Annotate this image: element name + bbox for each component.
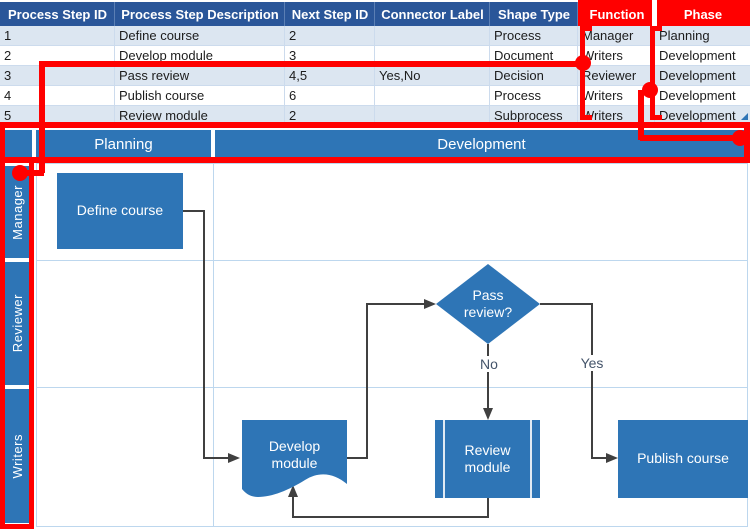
- table-cell[interactable]: 4: [0, 86, 115, 106]
- phase-label: Development: [437, 135, 526, 153]
- table-cell[interactable]: Development: [655, 66, 750, 86]
- lane-divider-line: [36, 260, 748, 261]
- lane-label: Manager: [9, 184, 25, 240]
- phase-band-box-top: [0, 122, 750, 128]
- table-cell[interactable]: Define course: [115, 26, 285, 46]
- table-cell[interactable]: Process: [490, 86, 578, 106]
- table-cell[interactable]: Pass review: [115, 66, 285, 86]
- annotation-dot-development-band: [732, 130, 748, 146]
- annotation-line-phase-horizontal: [640, 135, 738, 141]
- process-map-table: Process Step ID Process Step Description…: [0, 2, 750, 126]
- annotation-dot-manager-lane: [12, 165, 28, 181]
- table-cell[interactable]: Yes,No: [375, 66, 490, 86]
- lane-divider-line: [36, 387, 748, 388]
- header-connector-label[interactable]: Connector Label: [375, 2, 490, 26]
- lane-label: Reviewer: [9, 294, 25, 353]
- lane-column-box-bottom: [0, 524, 34, 529]
- table-cell[interactable]: [375, 86, 490, 106]
- shape-label: Publish course: [637, 450, 729, 467]
- table-cell[interactable]: 4,5: [285, 66, 375, 86]
- annotation-dot-function-bracket: [575, 55, 591, 71]
- swimlane-header-manager[interactable]: Manager: [5, 166, 29, 258]
- table-cell[interactable]: 3: [0, 66, 115, 86]
- table-cell[interactable]: Reviewer: [578, 66, 655, 86]
- table-row: 5 Review module 2 Subprocess Writers Dev…: [0, 106, 750, 126]
- table-cell[interactable]: Development: [655, 106, 750, 126]
- table-cell[interactable]: 6: [285, 86, 375, 106]
- subprocess-bar-icon: [443, 420, 445, 498]
- connector-label-no: No: [477, 356, 501, 372]
- header-shape-type[interactable]: Shape Type: [490, 2, 578, 26]
- table-header-row: Process Step ID Process Step Description…: [0, 2, 750, 26]
- phase-header-highlight: [657, 0, 750, 26]
- phase-header-planning[interactable]: Planning: [36, 130, 211, 158]
- phase-label: Planning: [94, 135, 153, 153]
- table-cell[interactable]: Writers: [578, 106, 655, 126]
- table-resize-handle-icon: [741, 113, 748, 120]
- table-row: 1 Define course 2 Process Manager Planni…: [0, 26, 750, 46]
- process-shape-publish-course[interactable]: Publish course: [618, 420, 748, 498]
- lane-label: Writers: [9, 433, 25, 479]
- swimlane-header-writers[interactable]: Writers: [5, 389, 29, 523]
- table-cell[interactable]: Development: [655, 86, 750, 106]
- table-cell[interactable]: Manager: [578, 26, 655, 46]
- header-function[interactable]: Function: [589, 6, 645, 22]
- connector-label-yes: Yes: [577, 355, 607, 371]
- table-cell[interactable]: Publish course: [115, 86, 285, 106]
- swimlane-header-reviewer[interactable]: Reviewer: [5, 262, 29, 385]
- diagram-frame: [36, 163, 748, 527]
- annotation-dot-phase-bracket: [642, 82, 658, 98]
- function-header-highlight: [578, 0, 652, 26]
- annotation-line-phase-vertical: [638, 90, 644, 140]
- table-cell[interactable]: 2: [285, 26, 375, 46]
- phase-band-box-right: [744, 122, 750, 163]
- shape-label: Review module: [464, 441, 511, 476]
- function-column-bracket: [580, 26, 592, 120]
- process-shape-define-course[interactable]: Define course: [57, 173, 183, 249]
- swimlane-corner-cell: [4, 130, 32, 158]
- annotation-line-function-horizontal: [44, 61, 580, 67]
- shape-label: Define course: [76, 202, 164, 219]
- table-cell[interactable]: Development: [655, 46, 750, 66]
- phase-band-box-bottom: [0, 157, 750, 163]
- phase-column-bracket: [650, 26, 662, 120]
- lane-column-box-right: [29, 163, 34, 529]
- header-phase[interactable]: Phase: [683, 6, 723, 22]
- phase-header-development[interactable]: Development: [215, 130, 748, 158]
- subprocess-shape-review-module[interactable]: Review module: [435, 420, 540, 498]
- header-process-step-description[interactable]: Process Step Description: [115, 2, 285, 26]
- phase-divider-line: [213, 163, 214, 527]
- annotation-line-function-vertical: [39, 61, 45, 173]
- table-cell[interactable]: Planning: [655, 26, 750, 46]
- lane-column-box-left: [0, 122, 5, 529]
- subprocess-bar-icon: [530, 420, 532, 498]
- table-cell[interactable]: Decision: [490, 66, 578, 86]
- header-process-step-id[interactable]: Process Step ID: [0, 2, 115, 26]
- table-cell[interactable]: [375, 26, 490, 46]
- table-row: 3 Pass review 4,5 Yes,No Decision Review…: [0, 66, 750, 86]
- table-cell[interactable]: 1: [0, 26, 115, 46]
- header-next-step-id[interactable]: Next Step ID: [285, 2, 375, 26]
- table-row: 2 Develop module 3 Document Writers Deve…: [0, 46, 750, 66]
- table-cell[interactable]: Process: [490, 26, 578, 46]
